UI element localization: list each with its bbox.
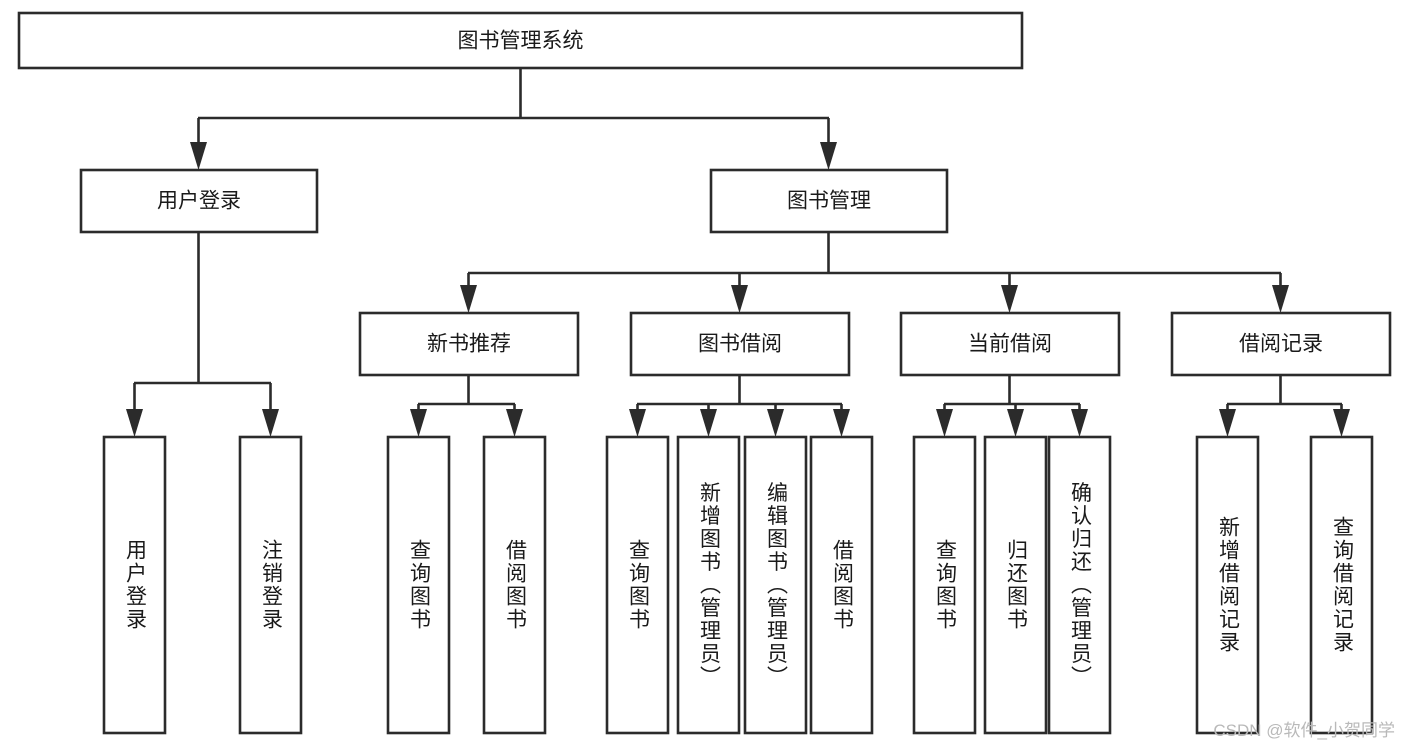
arrow-head-leaf-br-0 — [1219, 409, 1236, 437]
node-root-label: 图书管理系统 — [458, 30, 584, 53]
node-current-borrow-label: 当前借阅 — [968, 333, 1052, 356]
arrow-head-leaf-cb-1 — [1007, 409, 1024, 437]
arrow-head-current-borrow — [1001, 285, 1018, 313]
arrow-head-leaf-nbr-0 — [410, 409, 427, 437]
leaf-book-borrow-2[interactable]: 编辑图书（管理员） — [743, 435, 808, 735]
node-root[interactable]: 图书管理系统 — [17, 11, 1024, 70]
leaf-current-borrow-2-box[interactable] — [1047, 435, 1112, 735]
node-user-login[interactable]: 用户登录 — [79, 168, 319, 234]
connector-group-book-borrow — [629, 375, 850, 437]
leaf-borrow-record-1-label: 查询借阅记录 — [1331, 516, 1355, 654]
node-book-borrow-label: 图书借阅 — [698, 333, 782, 356]
leaf-book-borrow-1-label: 新增图书（管理员） — [698, 482, 722, 689]
leaf-current-borrow-2[interactable]: 确认归还（管理员） — [1047, 435, 1112, 735]
leaf-new-book-recommend-0-box[interactable] — [386, 435, 451, 735]
leaf-new-book-recommend-1-box[interactable] — [482, 435, 547, 735]
leaf-book-borrow-3-label: 借阅图书 — [831, 539, 855, 631]
node-borrow-record-box[interactable] — [1170, 311, 1392, 377]
arrow-head-leaf-br-1 — [1333, 409, 1350, 437]
connector-group-user-login — [126, 232, 279, 437]
node-current-borrow-box[interactable] — [899, 311, 1121, 377]
leaf-new-book-recommend-0[interactable]: 查询图书 — [386, 435, 451, 735]
arrow-head-leaf-cb-2 — [1071, 409, 1088, 437]
node-borrow-record[interactable]: 借阅记录 — [1170, 311, 1392, 377]
leaf-new-book-recommend-1-label: 借阅图书 — [504, 539, 528, 631]
node-book-management[interactable]: 图书管理 — [709, 168, 949, 234]
arrow-head-leaf-user-login-0 — [126, 409, 143, 437]
connector-group-root — [190, 68, 837, 170]
leaf-user-login-1[interactable]: 注销登录 — [238, 435, 303, 735]
leaf-user-login-0-label: 用户登录 — [124, 539, 148, 631]
leaf-current-borrow-1[interactable]: 归还图书 — [983, 435, 1048, 735]
arrow-head-leaf-bb-3 — [833, 409, 850, 437]
arrow-head-book-mgmt — [820, 142, 837, 170]
arrow-head-borrow-record — [1272, 285, 1289, 313]
arrow-head-user-login — [190, 142, 207, 170]
node-new-book-recommend-box[interactable] — [358, 311, 580, 377]
connector-group-new-book-recommend — [410, 375, 523, 437]
node-borrow-record-label: 借阅记录 — [1239, 333, 1323, 356]
arrow-head-leaf-user-login-1 — [262, 409, 279, 437]
leaf-current-borrow-0-label: 查询图书 — [934, 539, 958, 631]
leaf-book-borrow-0[interactable]: 查询图书 — [605, 435, 670, 735]
leaf-book-borrow-3[interactable]: 借阅图书 — [809, 435, 874, 735]
leaf-book-borrow-1[interactable]: 新增图书（管理员） — [676, 435, 741, 735]
leaf-new-book-recommend-1[interactable]: 借阅图书 — [482, 435, 547, 735]
arrow-head-book-borrow — [731, 285, 748, 313]
leaf-book-borrow-2-box[interactable] — [743, 435, 808, 735]
node-new-book-recommend[interactable]: 新书推荐 — [358, 311, 580, 377]
connector-group-book-mgmt — [460, 232, 1289, 313]
node-book-borrow[interactable]: 图书借阅 — [629, 311, 851, 377]
leaf-borrow-record-0[interactable]: 新增借阅记录 — [1195, 435, 1260, 735]
leaf-user-login-0-box[interactable] — [102, 435, 167, 735]
leaf-current-borrow-0[interactable]: 查询图书 — [912, 435, 977, 735]
leaf-current-borrow-0-box[interactable] — [912, 435, 977, 735]
leaf-user-login-1-box[interactable] — [238, 435, 303, 735]
leaf-book-borrow-1-box[interactable] — [676, 435, 741, 735]
connector-group-current-borrow — [936, 375, 1088, 437]
node-book-management-box[interactable] — [709, 168, 949, 234]
arrow-head-leaf-bb-2 — [767, 409, 784, 437]
leaf-user-login-0[interactable]: 用户登录 — [102, 435, 167, 735]
leaf-borrow-record-1-box[interactable] — [1309, 435, 1374, 735]
node-new-book-recommend-label: 新书推荐 — [427, 333, 511, 356]
arrow-head-leaf-cb-0 — [936, 409, 953, 437]
node-root-box[interactable] — [17, 11, 1024, 70]
node-current-borrow[interactable]: 当前借阅 — [899, 311, 1121, 377]
leaf-user-login-1-label: 注销登录 — [260, 539, 284, 631]
node-user-login-box[interactable] — [79, 168, 319, 234]
leaf-book-borrow-0-box[interactable] — [605, 435, 670, 735]
leaf-borrow-record-0-box[interactable] — [1195, 435, 1260, 735]
leaf-borrow-record-0-label: 新增借阅记录 — [1217, 516, 1241, 654]
leaf-current-borrow-1-box[interactable] — [983, 435, 1048, 735]
leaf-book-borrow-2-label: 编辑图书（管理员） — [765, 482, 789, 689]
arrow-head-leaf-nbr-1 — [506, 409, 523, 437]
connector-group-borrow-record — [1219, 375, 1350, 437]
node-user-login-label: 用户登录 — [157, 190, 241, 213]
arrow-head-leaf-bb-0 — [629, 409, 646, 437]
node-book-borrow-box[interactable] — [629, 311, 851, 377]
arrow-head-leaf-bb-1 — [700, 409, 717, 437]
leaf-book-borrow-3-box[interactable] — [809, 435, 874, 735]
leaf-current-borrow-2-label: 确认归还（管理员） — [1069, 482, 1093, 689]
leaf-new-book-recommend-0-label: 查询图书 — [408, 539, 432, 631]
node-book-management-label: 图书管理 — [787, 190, 871, 213]
leaf-book-borrow-0-label: 查询图书 — [627, 539, 651, 631]
leaf-current-borrow-1-label: 归还图书 — [1005, 539, 1029, 631]
arrow-head-new-book-recommend — [460, 285, 477, 313]
leaf-borrow-record-1[interactable]: 查询借阅记录 — [1309, 435, 1374, 735]
